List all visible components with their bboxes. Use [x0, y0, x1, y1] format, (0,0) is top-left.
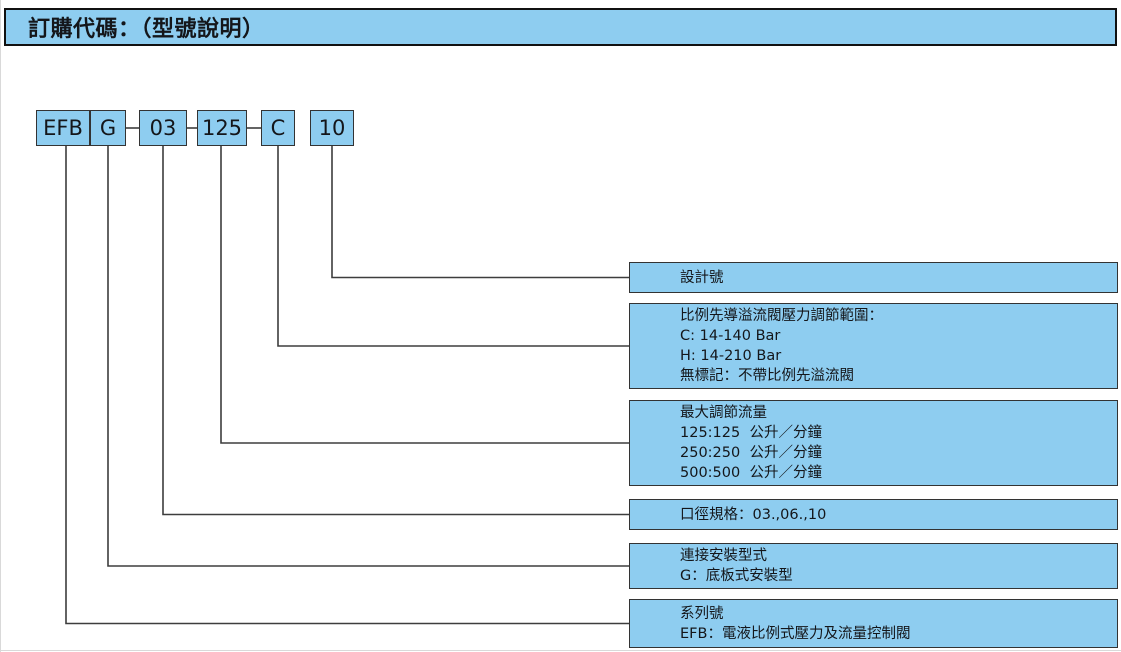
description-line: 連接安裝型式: [680, 548, 767, 564]
page-title: 訂購代碼：（型號說明）: [28, 17, 265, 42]
code-token-size: 03: [139, 110, 187, 146]
description-line: C: 14-140 Bar: [680, 328, 781, 344]
connector-max-flow: [220, 146, 629, 444]
description-box-mounting-type: 連接安裝型式 G：底板式安裝型: [629, 543, 1118, 589]
description-line: EFB：電液比例式壓力及流量控制閥: [680, 625, 911, 642]
description-box-design-no: 設計號: [629, 262, 1118, 293]
code-token-design: 10: [310, 110, 354, 146]
description-line: H: 14-210 Bar: [680, 348, 782, 364]
description-box-max-flow: 最大調節流量 125:125 公升／分鐘 250:250 公升／分鐘 500:500 …: [629, 400, 1118, 486]
connector-pressure-range: [277, 146, 629, 347]
description-line: 比例先導溢流閥壓力調節範圍：: [680, 308, 883, 324]
description-line: 無標記：不帶比例先溢流閥: [680, 368, 854, 384]
connector-port-size: [162, 146, 629, 516]
description-box-series-no: 系列號 EFB：電液比例式壓力及流量控制閥: [629, 599, 1118, 648]
page-frame-left-rule: [0, 0, 1, 652]
description-line: 最大調節流量: [680, 405, 767, 421]
description-line: 125:125 公升／分鐘: [680, 425, 822, 441]
code-token-pressure: C: [261, 110, 295, 146]
description-box-port-size: 口徑規格：03.,06.,10: [629, 499, 1118, 530]
description-box-pressure-range: 比例先導溢流閥壓力調節範圍： C: 14-140 Bar H: 14-210 Bar…: [629, 303, 1118, 389]
page-frame-bottom-rule: [0, 650, 1121, 651]
connector-mounting-type: [107, 146, 629, 567]
connector-series-no: [65, 146, 629, 625]
code-token-flow: 125: [197, 110, 247, 146]
description-line: G：底板式安裝型: [680, 568, 793, 584]
description-line: 系列號: [680, 605, 724, 622]
header-banner: 訂購代碼：（型號說明）: [4, 8, 1117, 46]
code-token-mounting: G: [90, 110, 126, 146]
description-line: 250:250 公升／分鐘: [680, 445, 822, 461]
connector-design-no: [331, 146, 629, 279]
description-line: 設計號: [680, 269, 724, 286]
description-line: 口徑規格：03.,06.,10: [680, 506, 827, 523]
code-token-series: EFB: [36, 110, 90, 146]
description-line: 500:500 公升／分鐘: [680, 465, 822, 481]
